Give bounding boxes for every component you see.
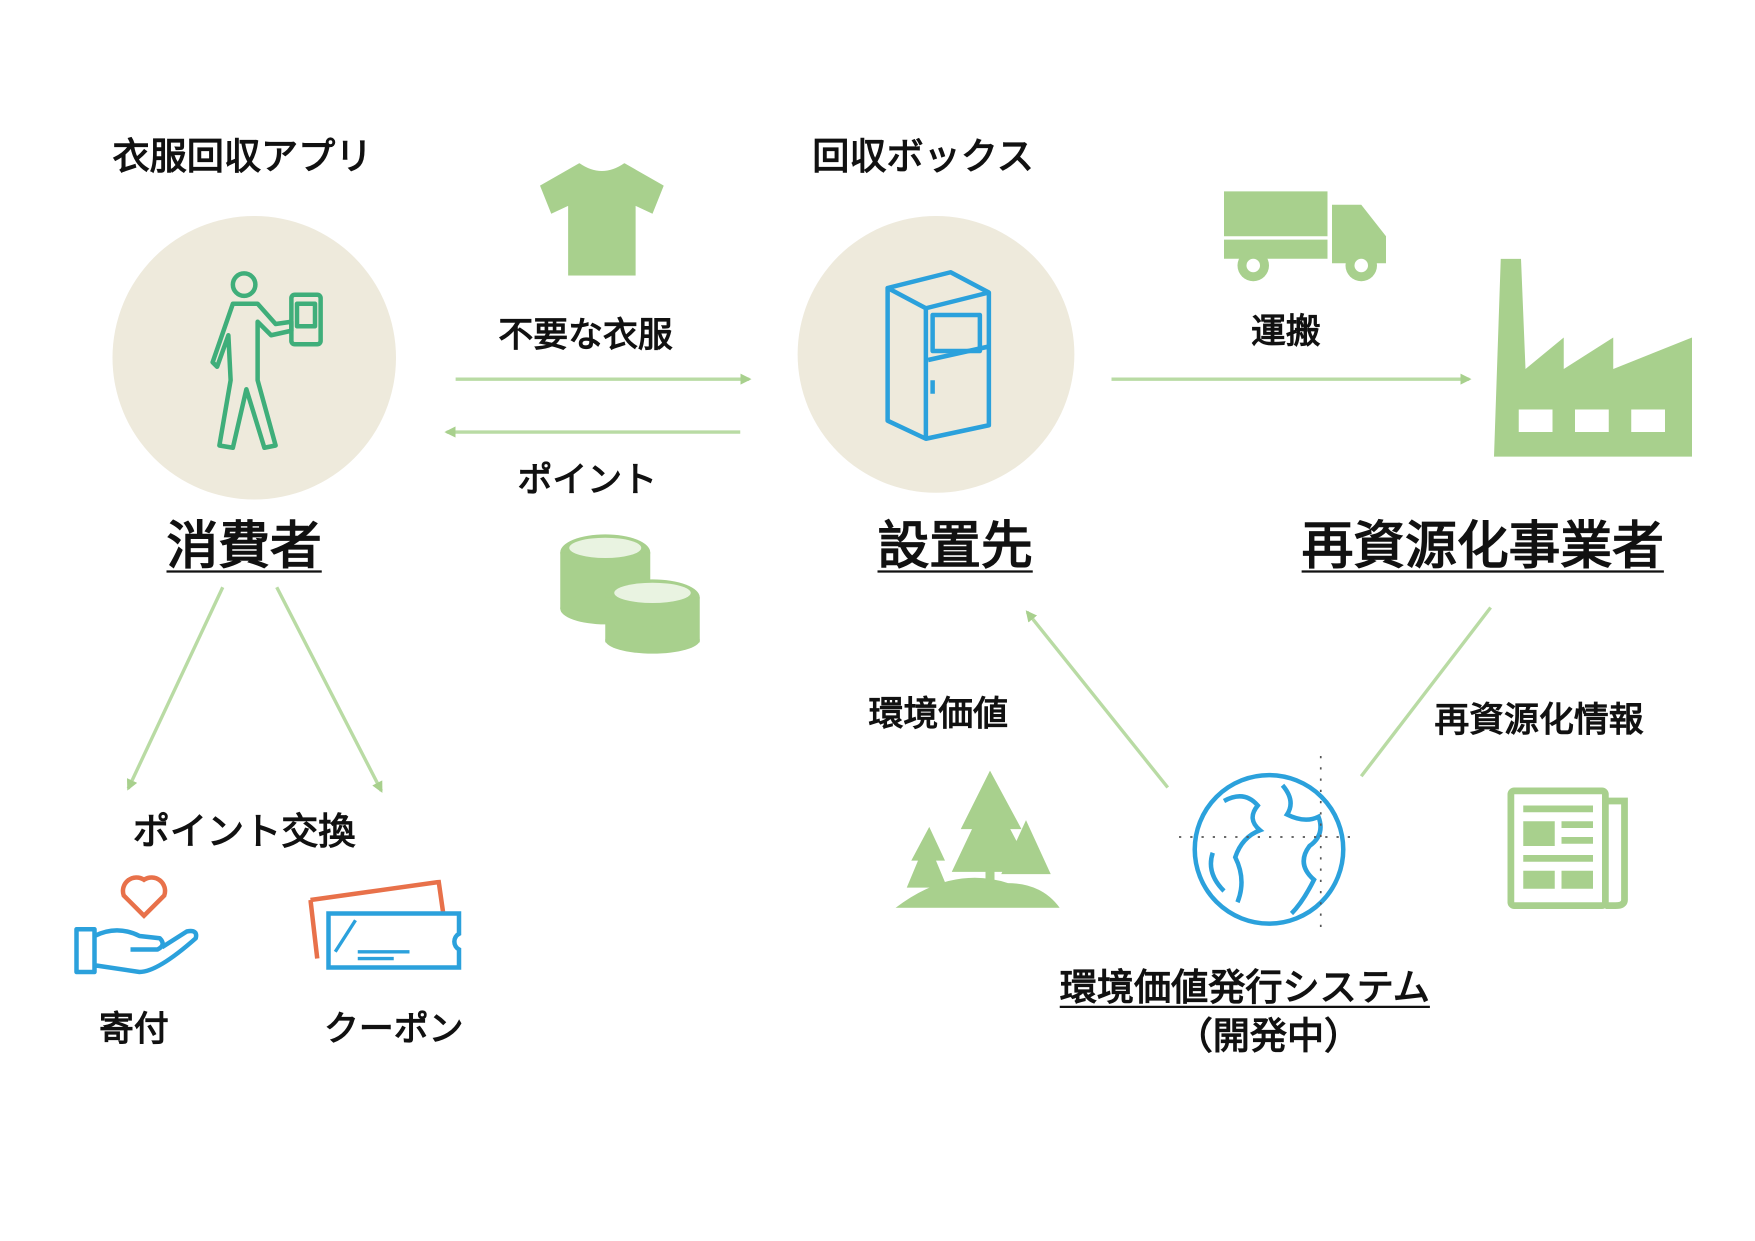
truck-icon	[1224, 191, 1386, 282]
collection-box-icon	[885, 270, 992, 441]
tshirt-icon	[540, 163, 664, 276]
coupon-label: クーポン	[324, 1009, 464, 1050]
trees-icon	[895, 770, 1060, 908]
arrow-to-coupon	[275, 586, 383, 793]
env-value-label: 環境価値	[868, 694, 1009, 735]
consumer-title: 消費者	[166, 515, 322, 576]
box-label: 回収ボックス	[812, 133, 1034, 178]
recycle-info-label: 再資源化情報	[1434, 699, 1644, 741]
recycler-title: 再資源化事業者	[1301, 515, 1664, 576]
person-with-phone-icon	[210, 271, 323, 450]
transport-label: 運搬	[1251, 311, 1321, 353]
box-circle	[797, 216, 1075, 493]
exchange-title: ポイント交換	[132, 808, 356, 853]
coins-icon	[560, 534, 700, 654]
consumer-circle	[112, 216, 396, 500]
points-label: ポイント	[517, 460, 658, 501]
donation-label: 寄付	[99, 1009, 169, 1050]
system-title: 環境価値発行システム	[1059, 965, 1430, 1010]
box-title: 設置先	[877, 515, 1033, 576]
globe-icon	[1179, 756, 1359, 936]
clothes-label: 不要な衣服	[498, 315, 673, 356]
coupon-ticket-icon	[308, 879, 462, 970]
donation-hand-heart-icon	[74, 875, 199, 975]
line-recycle-info	[1359, 606, 1492, 778]
system-status: （開発中）	[1175, 1013, 1362, 1058]
arrow-env-value	[1025, 610, 1170, 789]
newspaper-icon	[1507, 787, 1628, 909]
arrow-to-donation	[126, 586, 225, 791]
factory-icon	[1494, 258, 1692, 457]
app-label: 衣服回収アプリ	[112, 133, 373, 178]
